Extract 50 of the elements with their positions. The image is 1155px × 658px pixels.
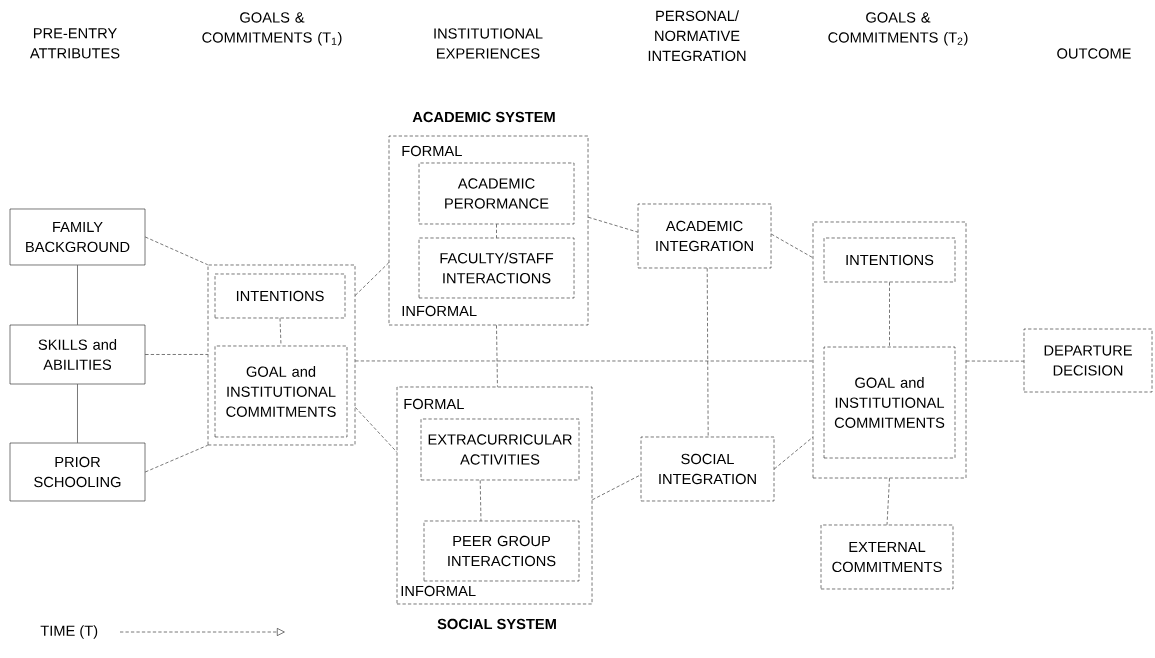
connector-line <box>145 445 208 473</box>
process-box: ACADEMIC PERORMANCE <box>418 162 575 225</box>
process-box: EXTERNAL COMMITMENTS <box>820 524 954 590</box>
connector-line <box>771 233 813 258</box>
system-heading: ACADEMIC SYSTEM <box>412 111 555 123</box>
connector-line <box>774 436 813 470</box>
connector-line <box>355 407 397 453</box>
column-heading: GOALS & COMMITMENTS (T$_{2}$) <box>828 12 968 46</box>
process-box: INTENTIONS <box>214 273 346 319</box>
column-heading: PRE-ENTRY ATTRIBUTES <box>29 28 120 59</box>
process-box: FAMILY BACKGROUND <box>9 208 146 266</box>
process-box: SKILLS and ABILITIES <box>9 324 146 385</box>
connector-line <box>279 318 282 346</box>
box-label: FORMAL <box>404 398 464 410</box>
process-box: SOCIAL INTEGRATION <box>640 436 775 502</box>
system-heading: SOCIAL SYSTEM <box>437 618 556 630</box>
process-box: PEER GROUP INTERACTIONS <box>423 520 580 582</box>
process-box: ACADEMIC INTEGRATION <box>637 203 772 269</box>
connector-line <box>77 384 78 443</box>
process-box: INTENTIONS <box>823 237 956 283</box>
connector-line <box>355 262 389 296</box>
column-heading: PERSONAL/ NORMATIVE INTEGRATION <box>648 10 746 62</box>
connector-line <box>588 216 638 233</box>
connector-line <box>145 354 208 355</box>
process-box: GOAL and INSTITUTIONAL COMMITMENTS <box>214 345 348 438</box>
box-label: FORMAL <box>402 145 462 157</box>
group-box <box>207 264 356 446</box>
connector-line <box>496 224 497 238</box>
connector-line <box>355 360 813 362</box>
column-heading: INSTITUTIONAL EXPERIENCES <box>434 28 543 59</box>
axis-label: TIME (T) <box>40 625 98 639</box>
process-box: DEPARTURE DECISION <box>1023 328 1153 393</box>
connector-line <box>889 282 890 347</box>
process-box: EXTRACURRICULAR ACTIVITIES <box>420 418 580 481</box>
column-heading: GOALS & COMMITMENTS (T$_{1}$) <box>202 12 342 46</box>
connector-line <box>592 474 641 501</box>
column-heading: OUTCOME <box>1057 48 1131 59</box>
process-box: PRIOR SCHOOLING <box>9 442 146 502</box>
connector-line <box>145 236 208 265</box>
connector-line <box>966 360 1024 362</box>
box-label: INFORMAL <box>402 305 477 317</box>
connector-line <box>496 325 498 387</box>
connector-line <box>77 265 78 325</box>
group-box <box>812 221 967 479</box>
box-label: INFORMAL <box>401 585 476 597</box>
connector-line <box>706 268 709 437</box>
process-box: FACULTY/STAFF INTERACTIONS <box>418 237 575 299</box>
process-box: GOAL and INSTITUTIONAL COMMITMENTS <box>823 346 956 459</box>
connector-line <box>479 480 482 521</box>
connector-line <box>886 478 890 525</box>
